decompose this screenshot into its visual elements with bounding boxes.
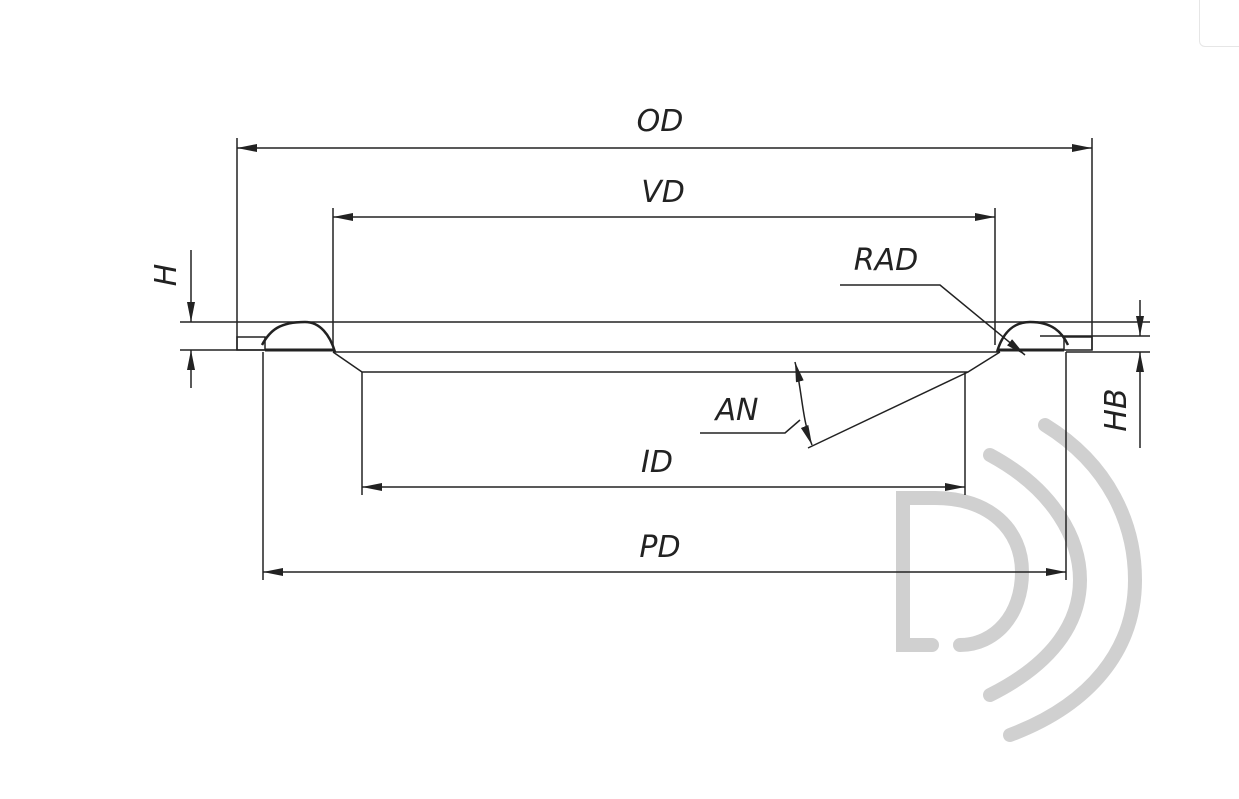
corner-button[interactable] bbox=[1199, 0, 1239, 47]
pd-dimension bbox=[262, 352, 1067, 580]
vd-label: VD bbox=[641, 175, 685, 210]
pd-label: PD bbox=[639, 530, 680, 565]
watermark-logo bbox=[896, 418, 1143, 742]
an-label: AN bbox=[714, 393, 759, 428]
id-label: ID bbox=[641, 445, 673, 480]
an-angle bbox=[700, 361, 969, 449]
gasket-profile bbox=[180, 320, 1150, 373]
hb-dimension bbox=[1066, 300, 1150, 448]
rad-leader bbox=[840, 284, 1026, 356]
id-dimension bbox=[361, 372, 966, 495]
hb-label: HB bbox=[1099, 388, 1134, 431]
od-dimension bbox=[236, 138, 1093, 350]
od-label: OD bbox=[637, 104, 684, 139]
rad-label: RAD bbox=[854, 243, 918, 278]
h-label: H bbox=[149, 264, 184, 287]
